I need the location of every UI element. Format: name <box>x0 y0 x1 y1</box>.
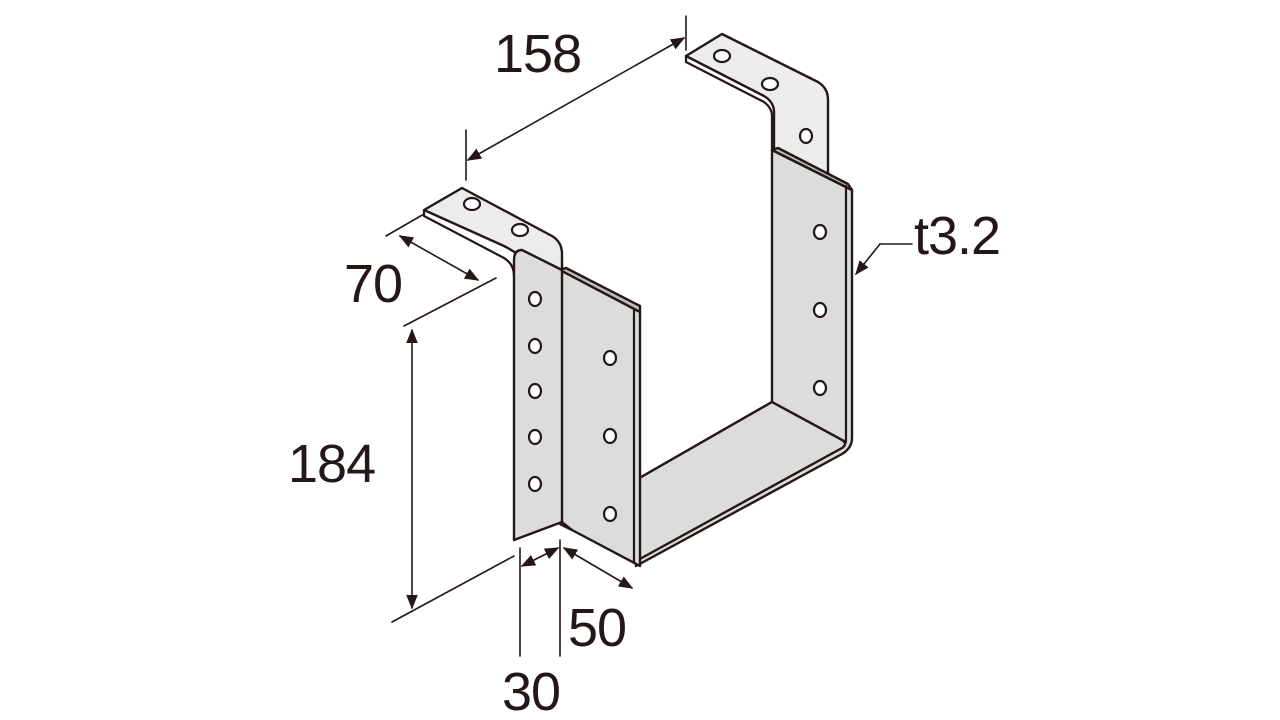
front-flange-holes <box>462 196 530 238</box>
dimension-lines <box>385 15 913 657</box>
front-side-holes <box>602 349 618 523</box>
right-plate-holes <box>812 223 828 397</box>
dim-seat-width: 30 <box>502 662 560 720</box>
dim-seat-depth: 50 <box>568 598 626 658</box>
dim-flange-depth: 70 <box>344 254 402 314</box>
joist-hanger <box>422 32 854 568</box>
seat-fold <box>770 400 848 444</box>
front-side-plate <box>558 268 642 568</box>
dim-thickness: t3.2 <box>914 206 1000 266</box>
dim-width-top: 158 <box>494 24 581 84</box>
dim-height: 184 <box>288 434 375 494</box>
front-vertical-holes <box>527 290 543 493</box>
rear-top-flange <box>684 32 830 178</box>
front-side-plate-top-edge <box>558 266 642 314</box>
front-vertical-plate-corner <box>560 520 574 532</box>
dimension-labels: 158 70 184 30 50 t3.2 <box>288 24 1001 720</box>
front-top-flange <box>422 186 564 272</box>
rear-flange-holes <box>712 48 814 145</box>
right-side-plate-edge <box>770 146 854 192</box>
rear-top-flange-edge <box>684 54 774 152</box>
